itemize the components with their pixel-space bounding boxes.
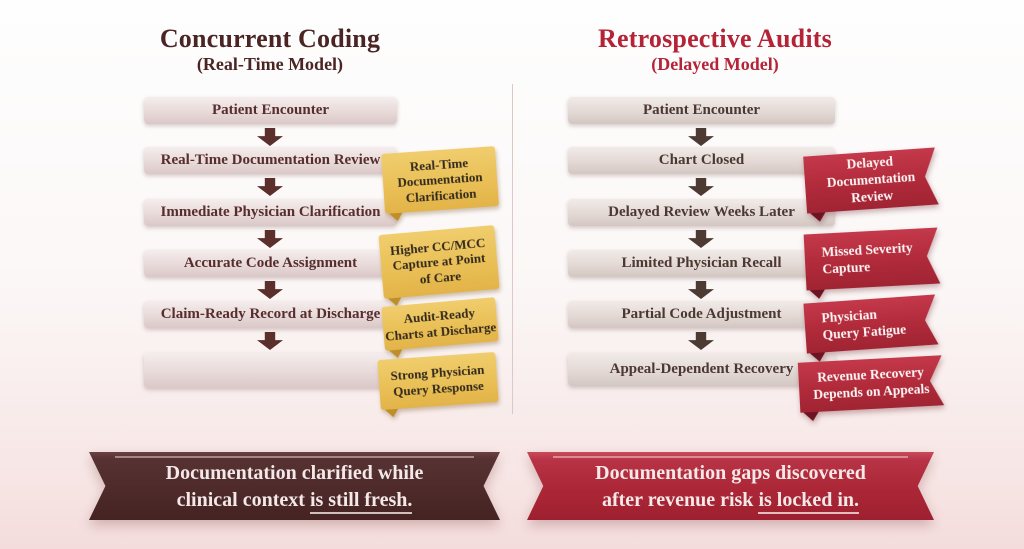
right-conclusion-banner: Documentation gaps discovered after reve… xyxy=(527,452,934,520)
down-arrow-icon xyxy=(257,178,283,196)
flow-step-patient-encounter: Patient Encounter xyxy=(144,97,397,124)
ribbon-body: Delayed Documentation Review xyxy=(803,147,939,213)
banner-line2: after revenue risk is locked in. xyxy=(601,487,860,514)
down-arrow-icon xyxy=(688,281,714,299)
down-arrow-icon xyxy=(688,332,714,350)
ribbon-label: Missed Severity Capture xyxy=(821,239,913,277)
banner-body: Documentation clarified while clinical c… xyxy=(89,452,500,520)
down-arrow-icon xyxy=(688,128,714,146)
red-ribbon-revenue-recovery: Revenue Recovery Depends on Appeals xyxy=(798,355,944,412)
banner-line1: Documentation gaps discovered xyxy=(595,461,866,484)
flow-step-chart-closed: Chart Closed xyxy=(568,147,835,174)
flow-step-appeal-recovery: Appeal-Dependent Recovery xyxy=(568,353,835,386)
ribbon-label: Revenue Recovery Depends on Appeals xyxy=(812,364,930,403)
flow-step-partial-adjustment: Partial Code Adjustment xyxy=(568,301,835,328)
down-arrow-icon xyxy=(688,178,714,196)
red-ribbon-delayed-review: Delayed Documentation Review xyxy=(803,147,939,213)
down-arrow-icon xyxy=(257,332,283,350)
ribbon-body: Revenue Recovery Depends on Appeals xyxy=(798,355,944,412)
tag-body: Audit-Ready Charts at Discharge xyxy=(381,297,499,351)
flow-step-realtime-review: Real-Time Documentation Review xyxy=(144,147,397,174)
tag-label: Real-Time Documentation Clarification xyxy=(396,154,484,206)
tag-label: Audit-Ready Charts at Discharge xyxy=(384,305,497,344)
red-ribbon-query-fatigue: Physician Query Fatigue xyxy=(803,294,938,353)
tag-body: Higher CC/MCC Capture at Point of Care xyxy=(378,225,500,299)
down-arrow-icon xyxy=(257,281,283,299)
flow-step-empty xyxy=(144,353,397,388)
yellow-tag-cc-mcc-capture: Higher CC/MCC Capture at Point of Care xyxy=(378,225,500,299)
banner-line2-prefix: after revenue risk xyxy=(601,488,759,511)
flow-step-immediate-clarification: Immediate Physician Clarification xyxy=(144,199,397,226)
tag-body: Real-Time Documentation Clarification xyxy=(381,146,499,214)
yellow-tag-audit-ready: Audit-Ready Charts at Discharge xyxy=(381,297,499,351)
tag-label: Strong Physician Query Response xyxy=(390,362,485,400)
left-column-title: Concurrent Coding xyxy=(159,24,381,53)
banner-body: Documentation gaps discovered after reve… xyxy=(527,452,934,520)
flow-step-limited-recall: Limited Physician Recall xyxy=(568,250,835,277)
flow-step-patient-encounter: Patient Encounter xyxy=(568,97,835,124)
left-conclusion-banner: Documentation clarified while clinical c… xyxy=(89,452,500,520)
yellow-tag-query-response: Strong Physician Query Response xyxy=(377,351,499,411)
banner-line1: Documentation clarified while xyxy=(165,461,424,484)
down-arrow-icon xyxy=(688,230,714,248)
tag-body: Strong Physician Query Response xyxy=(377,351,499,411)
column-divider xyxy=(512,84,513,414)
ribbon-label: Physician Query Fatigue xyxy=(820,306,907,343)
down-arrow-icon xyxy=(257,230,283,248)
ribbon-label: Delayed Documentation Review xyxy=(826,153,916,206)
ribbon-body: Physician Query Fatigue xyxy=(803,294,938,353)
left-column-subtitle: (Real-Time Model) xyxy=(196,54,344,74)
right-column-subtitle: (Delayed Model) xyxy=(651,54,779,74)
flow-step-delayed-review: Delayed Review Weeks Later xyxy=(568,199,835,226)
banner-highlight xyxy=(115,456,474,458)
banner-line2-underlined: is locked in. xyxy=(758,488,860,514)
red-ribbon-missed-severity: Missed Severity Capture xyxy=(804,228,941,291)
tag-label: Higher CC/MCC Capture at Point of Care xyxy=(389,234,486,287)
banner-line2: clinical context is still fresh. xyxy=(176,487,413,514)
flow-step-accurate-code: Accurate Code Assignment xyxy=(144,250,397,277)
yellow-tag-realtime-clarification: Real-Time Documentation Clarification xyxy=(381,146,499,214)
ribbon-body: Missed Severity Capture xyxy=(804,228,941,291)
down-arrow-icon xyxy=(257,128,283,146)
banner-highlight xyxy=(553,456,908,458)
banner-line2-underlined: is still fresh. xyxy=(309,488,413,514)
banner-line2-prefix: clinical context xyxy=(176,488,310,511)
right-column-title: Retrospective Audits xyxy=(598,24,832,53)
flow-step-claim-ready: Claim-Ready Record at Discharge xyxy=(144,301,397,328)
